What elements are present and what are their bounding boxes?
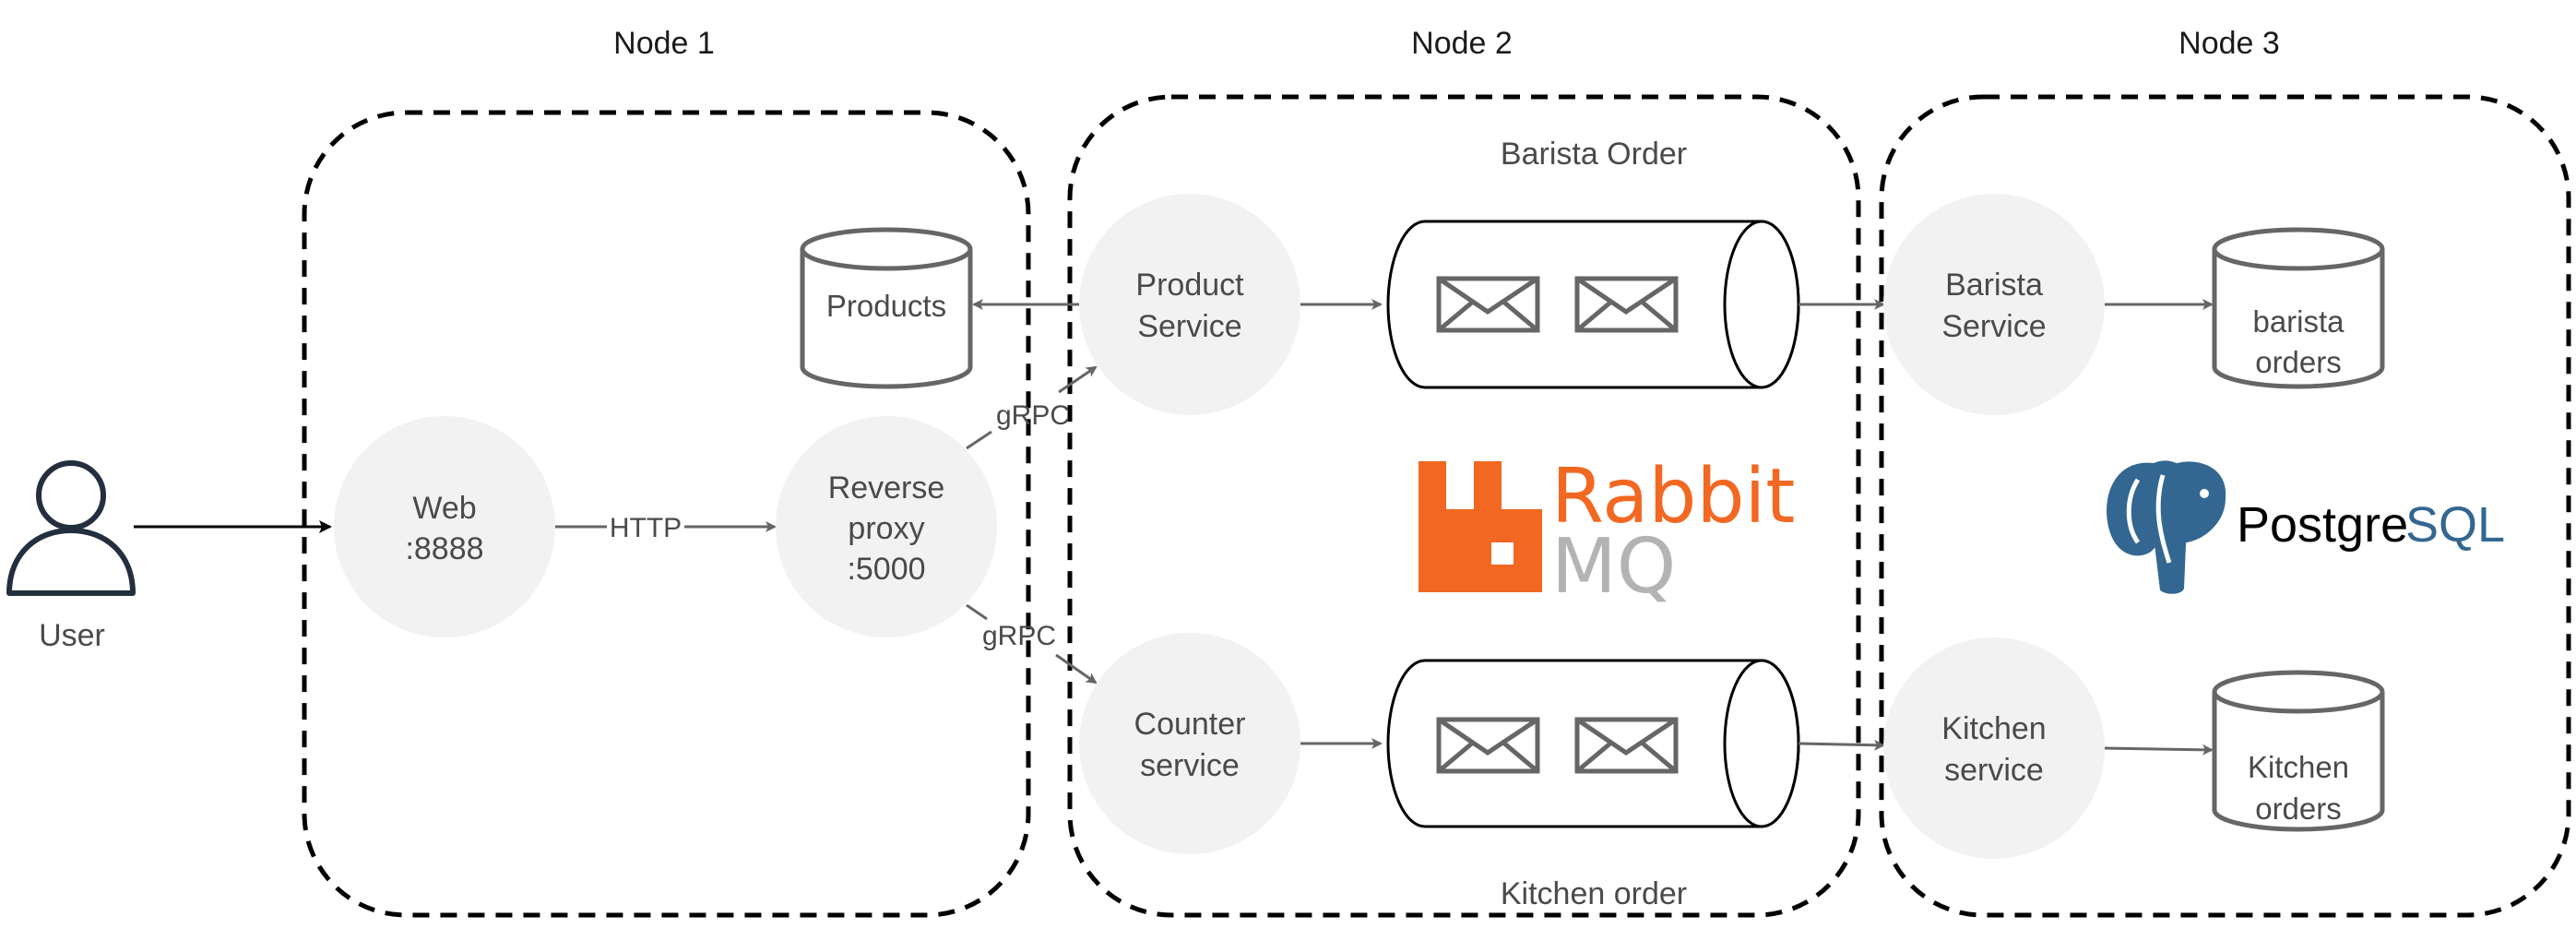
postgresql-logo-word-2: SQL bbox=[2405, 497, 2505, 553]
node-2-boundary bbox=[1067, 94, 1861, 918]
products-database: Products bbox=[800, 227, 973, 389]
product-service-line2: Service bbox=[1137, 309, 1241, 344]
rabbitmq-logo: Rabbit MQ bbox=[1419, 453, 1795, 611]
barista-service-line2: Service bbox=[1941, 309, 2046, 344]
web-service-port: :8888 bbox=[405, 531, 483, 566]
barista-orders-line2: orders bbox=[2255, 345, 2342, 379]
kitchen-service: Kitchen service bbox=[1883, 637, 2105, 859]
web-service: Web :8888 bbox=[334, 416, 555, 637]
product-service: Product Service bbox=[1079, 194, 1300, 415]
node-3-boundary bbox=[1879, 94, 2571, 918]
edge-proxy-counter-a bbox=[966, 603, 988, 621]
kitchen-queue-title: Kitchen order bbox=[1501, 876, 1687, 911]
edge-http-label: HTTP bbox=[610, 513, 682, 543]
node-2-title: Node 2 bbox=[1411, 26, 1513, 61]
edge-proxy-product-a bbox=[966, 430, 992, 450]
product-service-line1: Product bbox=[1135, 268, 1244, 303]
counter-service: Counter service bbox=[1079, 633, 1300, 854]
node-1-title: Node 1 bbox=[613, 26, 715, 61]
kitchen-service-line2: service bbox=[1944, 753, 2044, 788]
edge-proxy-product-b bbox=[1058, 365, 1098, 394]
message-envelope-icon bbox=[1574, 717, 1679, 774]
barista-service-line1: Barista bbox=[1945, 268, 2043, 303]
barista-orders-database: barista orders bbox=[2212, 227, 2385, 389]
message-envelope-icon bbox=[1436, 276, 1540, 333]
counter-service-line1: Counter bbox=[1134, 707, 1246, 742]
postgresql-logo: Postgre SQL bbox=[2103, 457, 2505, 598]
rabbitmq-logo-mq: MQ bbox=[1551, 523, 1676, 611]
rabbitmq-logo-word: Rabbit bbox=[1551, 453, 1795, 541]
node-1-boundary bbox=[302, 110, 1031, 918]
message-envelope-icon bbox=[1574, 276, 1679, 333]
kitchen-orders-line1: Kitchen bbox=[2248, 750, 2349, 784]
kitchen-service-line1: Kitchen bbox=[1941, 711, 2046, 746]
kitchen-order-queue bbox=[1386, 659, 1800, 828]
user-icon bbox=[6, 460, 136, 596]
barista-order-queue bbox=[1386, 220, 1800, 389]
edge-grpc-top-label: gRPC bbox=[996, 400, 1070, 431]
reverse-proxy-line1: Reverse bbox=[828, 470, 945, 506]
edge-kitchen-queue-service bbox=[1798, 739, 1885, 751]
barista-queue-title: Barista Order bbox=[1501, 137, 1687, 172]
kitchen-orders-line2: orders bbox=[2255, 791, 2342, 826]
products-database-label: Products bbox=[826, 289, 946, 323]
message-envelope-icon bbox=[1436, 717, 1540, 774]
node-3-title: Node 3 bbox=[2178, 26, 2280, 61]
web-service-name: Web bbox=[412, 491, 476, 526]
kitchen-orders-database: Kitchen orders bbox=[2212, 670, 2385, 832]
edge-proxy-counter-b bbox=[1055, 653, 1098, 684]
edge-kitchen-service-db bbox=[2104, 744, 2214, 756]
user-label: User bbox=[39, 618, 105, 653]
reverse-proxy-line2: proxy bbox=[848, 511, 924, 546]
edge-grpc-bottom-label: gRPC bbox=[982, 621, 1056, 651]
barista-service: Barista Service bbox=[1883, 194, 2105, 415]
postgresql-logo-word-1: Postgre bbox=[2237, 497, 2408, 553]
reverse-proxy: Reverse proxy :5000 bbox=[776, 416, 997, 637]
reverse-proxy-line3: :5000 bbox=[847, 552, 925, 587]
barista-orders-line1: barista bbox=[2252, 304, 2345, 339]
counter-service-line2: service bbox=[1140, 748, 1240, 783]
